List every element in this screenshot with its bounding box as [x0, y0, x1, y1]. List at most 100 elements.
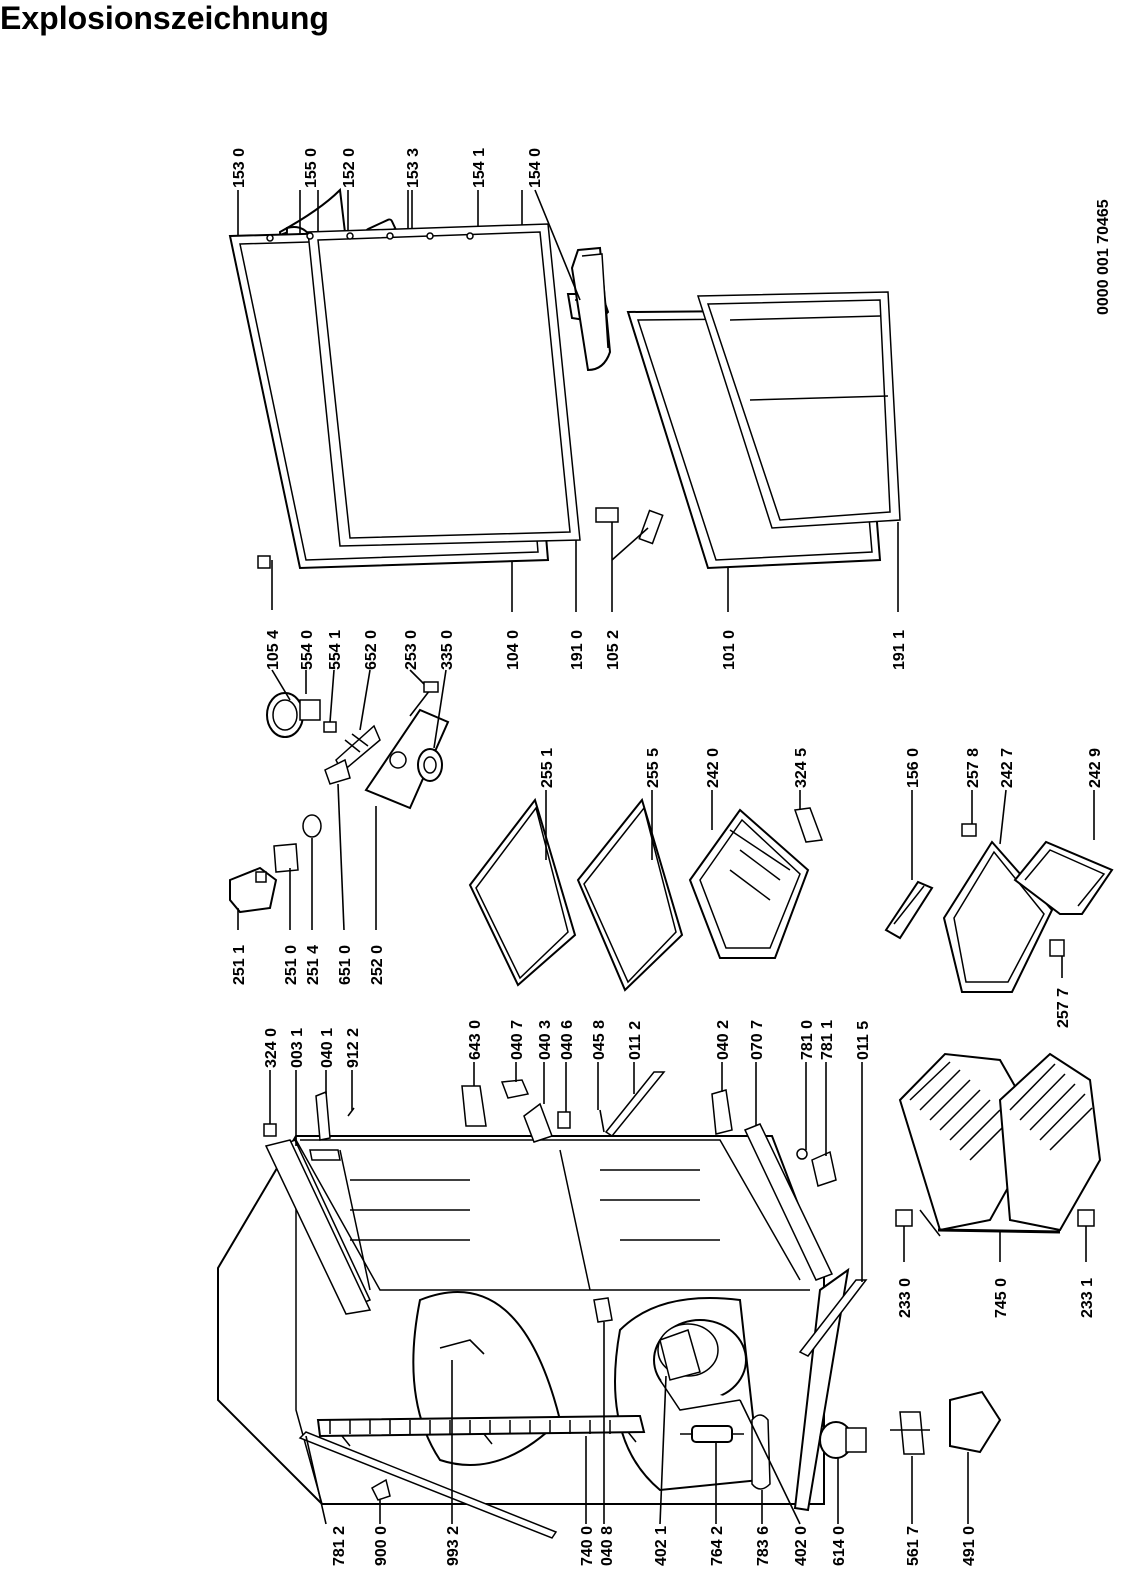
label-3240: 324 0	[263, 1028, 280, 1068]
label-2420: 242 0	[705, 748, 722, 788]
bracket-0402	[711, 1089, 733, 1135]
rail-0031	[264, 1139, 372, 1315]
label-2331: 233 1	[1079, 1278, 1096, 1318]
cover-2510	[273, 843, 299, 873]
label-2555: 255 5	[645, 748, 662, 788]
label-1054: 105 4	[265, 630, 282, 670]
bulb-6510	[324, 758, 351, 785]
label-0401: 040 1	[319, 1028, 336, 1068]
label-0403: 040 3	[537, 1020, 554, 1060]
label-0707: 070 7	[749, 1020, 766, 1060]
label-2510: 251 0	[283, 945, 300, 985]
glass-shelf-2551	[468, 797, 577, 987]
relay-4021	[659, 1329, 701, 1381]
label-2577: 257 7	[1055, 988, 1072, 1028]
plate-0406	[557, 1111, 571, 1129]
label-1910: 191 0	[569, 630, 586, 670]
lamp-cover-5540	[266, 692, 321, 738]
label-1560: 156 0	[905, 748, 922, 788]
clip-2577	[1049, 939, 1065, 957]
glass-shelf-2555	[576, 797, 684, 992]
label-7811: 781 1	[819, 1020, 836, 1060]
label-0458: 045 8	[591, 1020, 608, 1060]
label-9122: 912 2	[345, 1028, 362, 1068]
label-9932: 993 2	[445, 1526, 462, 1566]
label-4910: 491 0	[961, 1526, 978, 1566]
filter-dryer-7642	[680, 1425, 744, 1443]
label-9000: 900 0	[373, 1526, 390, 1566]
foot-2331	[1077, 1209, 1095, 1227]
door-1010	[626, 291, 901, 570]
bracket-6430	[461, 1085, 487, 1127]
label-1520: 152 0	[341, 148, 358, 188]
label-7450: 745 0	[993, 1278, 1010, 1318]
relay-6140	[819, 1421, 867, 1459]
label-3350: 335 0	[439, 630, 456, 670]
label-0115: 011 5	[855, 1021, 872, 1060]
thermostat-sensor-9932	[439, 1339, 485, 1355]
cable-2530	[409, 681, 439, 717]
label-7642: 764 2	[709, 1526, 726, 1566]
label-5541: 554 1	[327, 630, 344, 670]
label-1052: 105 2	[605, 630, 622, 670]
page-title: Explosionszeichnung	[0, 0, 329, 36]
cover-0707	[743, 1123, 834, 1281]
bracket-0408	[593, 1297, 613, 1323]
condenser-7400	[316, 1414, 646, 1447]
label-2551: 255 1	[539, 748, 556, 788]
label-1550: 155 0	[303, 148, 320, 188]
label-5540: 554 0	[299, 630, 316, 670]
label-6430: 643 0	[467, 1020, 484, 1060]
label-2520: 252 0	[369, 945, 386, 985]
lamp-socket-5541	[323, 721, 337, 733]
label-7836: 783 6	[755, 1526, 772, 1566]
label-2427: 242 7	[999, 748, 1016, 788]
label-6520: 652 0	[363, 630, 380, 670]
label-6140: 614 0	[831, 1526, 848, 1566]
foot-2330	[895, 1209, 913, 1227]
knob-3350	[417, 748, 443, 782]
label-7400: 740 0	[579, 1526, 596, 1566]
label-2511: 251 1	[231, 945, 248, 985]
label-4020: 402 0	[793, 1526, 810, 1566]
freezer-drawer-2429	[1013, 840, 1114, 915]
label-1533: 153 3	[405, 148, 422, 188]
rod-7812	[298, 1431, 558, 1539]
tube-7836	[751, 1414, 771, 1490]
label-7812: 781 2	[331, 1526, 348, 1566]
box-2511	[229, 866, 278, 914]
label-4021: 402 1	[653, 1526, 670, 1566]
door-shelf-1540	[570, 246, 612, 372]
roller-7810	[796, 1148, 808, 1160]
label-2330: 233 0	[897, 1278, 914, 1318]
cover-3245	[793, 807, 824, 843]
label-1530: 153 0	[231, 148, 248, 188]
label-0031: 003 1	[289, 1028, 306, 1068]
bracket-0407	[500, 1079, 530, 1099]
part-3240	[263, 1123, 277, 1137]
bracket-0401	[315, 1090, 331, 1141]
thermostat-housing-2520	[364, 708, 450, 810]
part-7811	[811, 1150, 837, 1187]
door-1040	[228, 223, 581, 570]
screw-9122	[347, 1107, 355, 1117]
label-7810: 781 0	[799, 1020, 816, 1060]
condenser-wire	[793, 1267, 850, 1512]
label-1541: 154 1	[471, 148, 488, 188]
label-2429: 242 9	[1087, 748, 1104, 788]
label-0406: 040 6	[559, 1020, 576, 1060]
ice-tray-1560	[884, 880, 934, 940]
label-1911: 191 1	[891, 630, 908, 670]
clip-2578	[961, 823, 977, 837]
label-0402: 040 2	[715, 1020, 732, 1060]
label-1540: 154 0	[527, 148, 544, 188]
rail-0112	[604, 1071, 666, 1138]
label-2530: 253 0	[403, 630, 420, 670]
label-3245: 324 5	[793, 748, 810, 788]
hinge-0403	[523, 1102, 553, 1143]
label-5617: 561 7	[905, 1526, 922, 1566]
label-0112: 011 2	[627, 1021, 644, 1060]
drain-5617	[890, 1411, 930, 1455]
wire-baskets-7450	[898, 1052, 1102, 1237]
